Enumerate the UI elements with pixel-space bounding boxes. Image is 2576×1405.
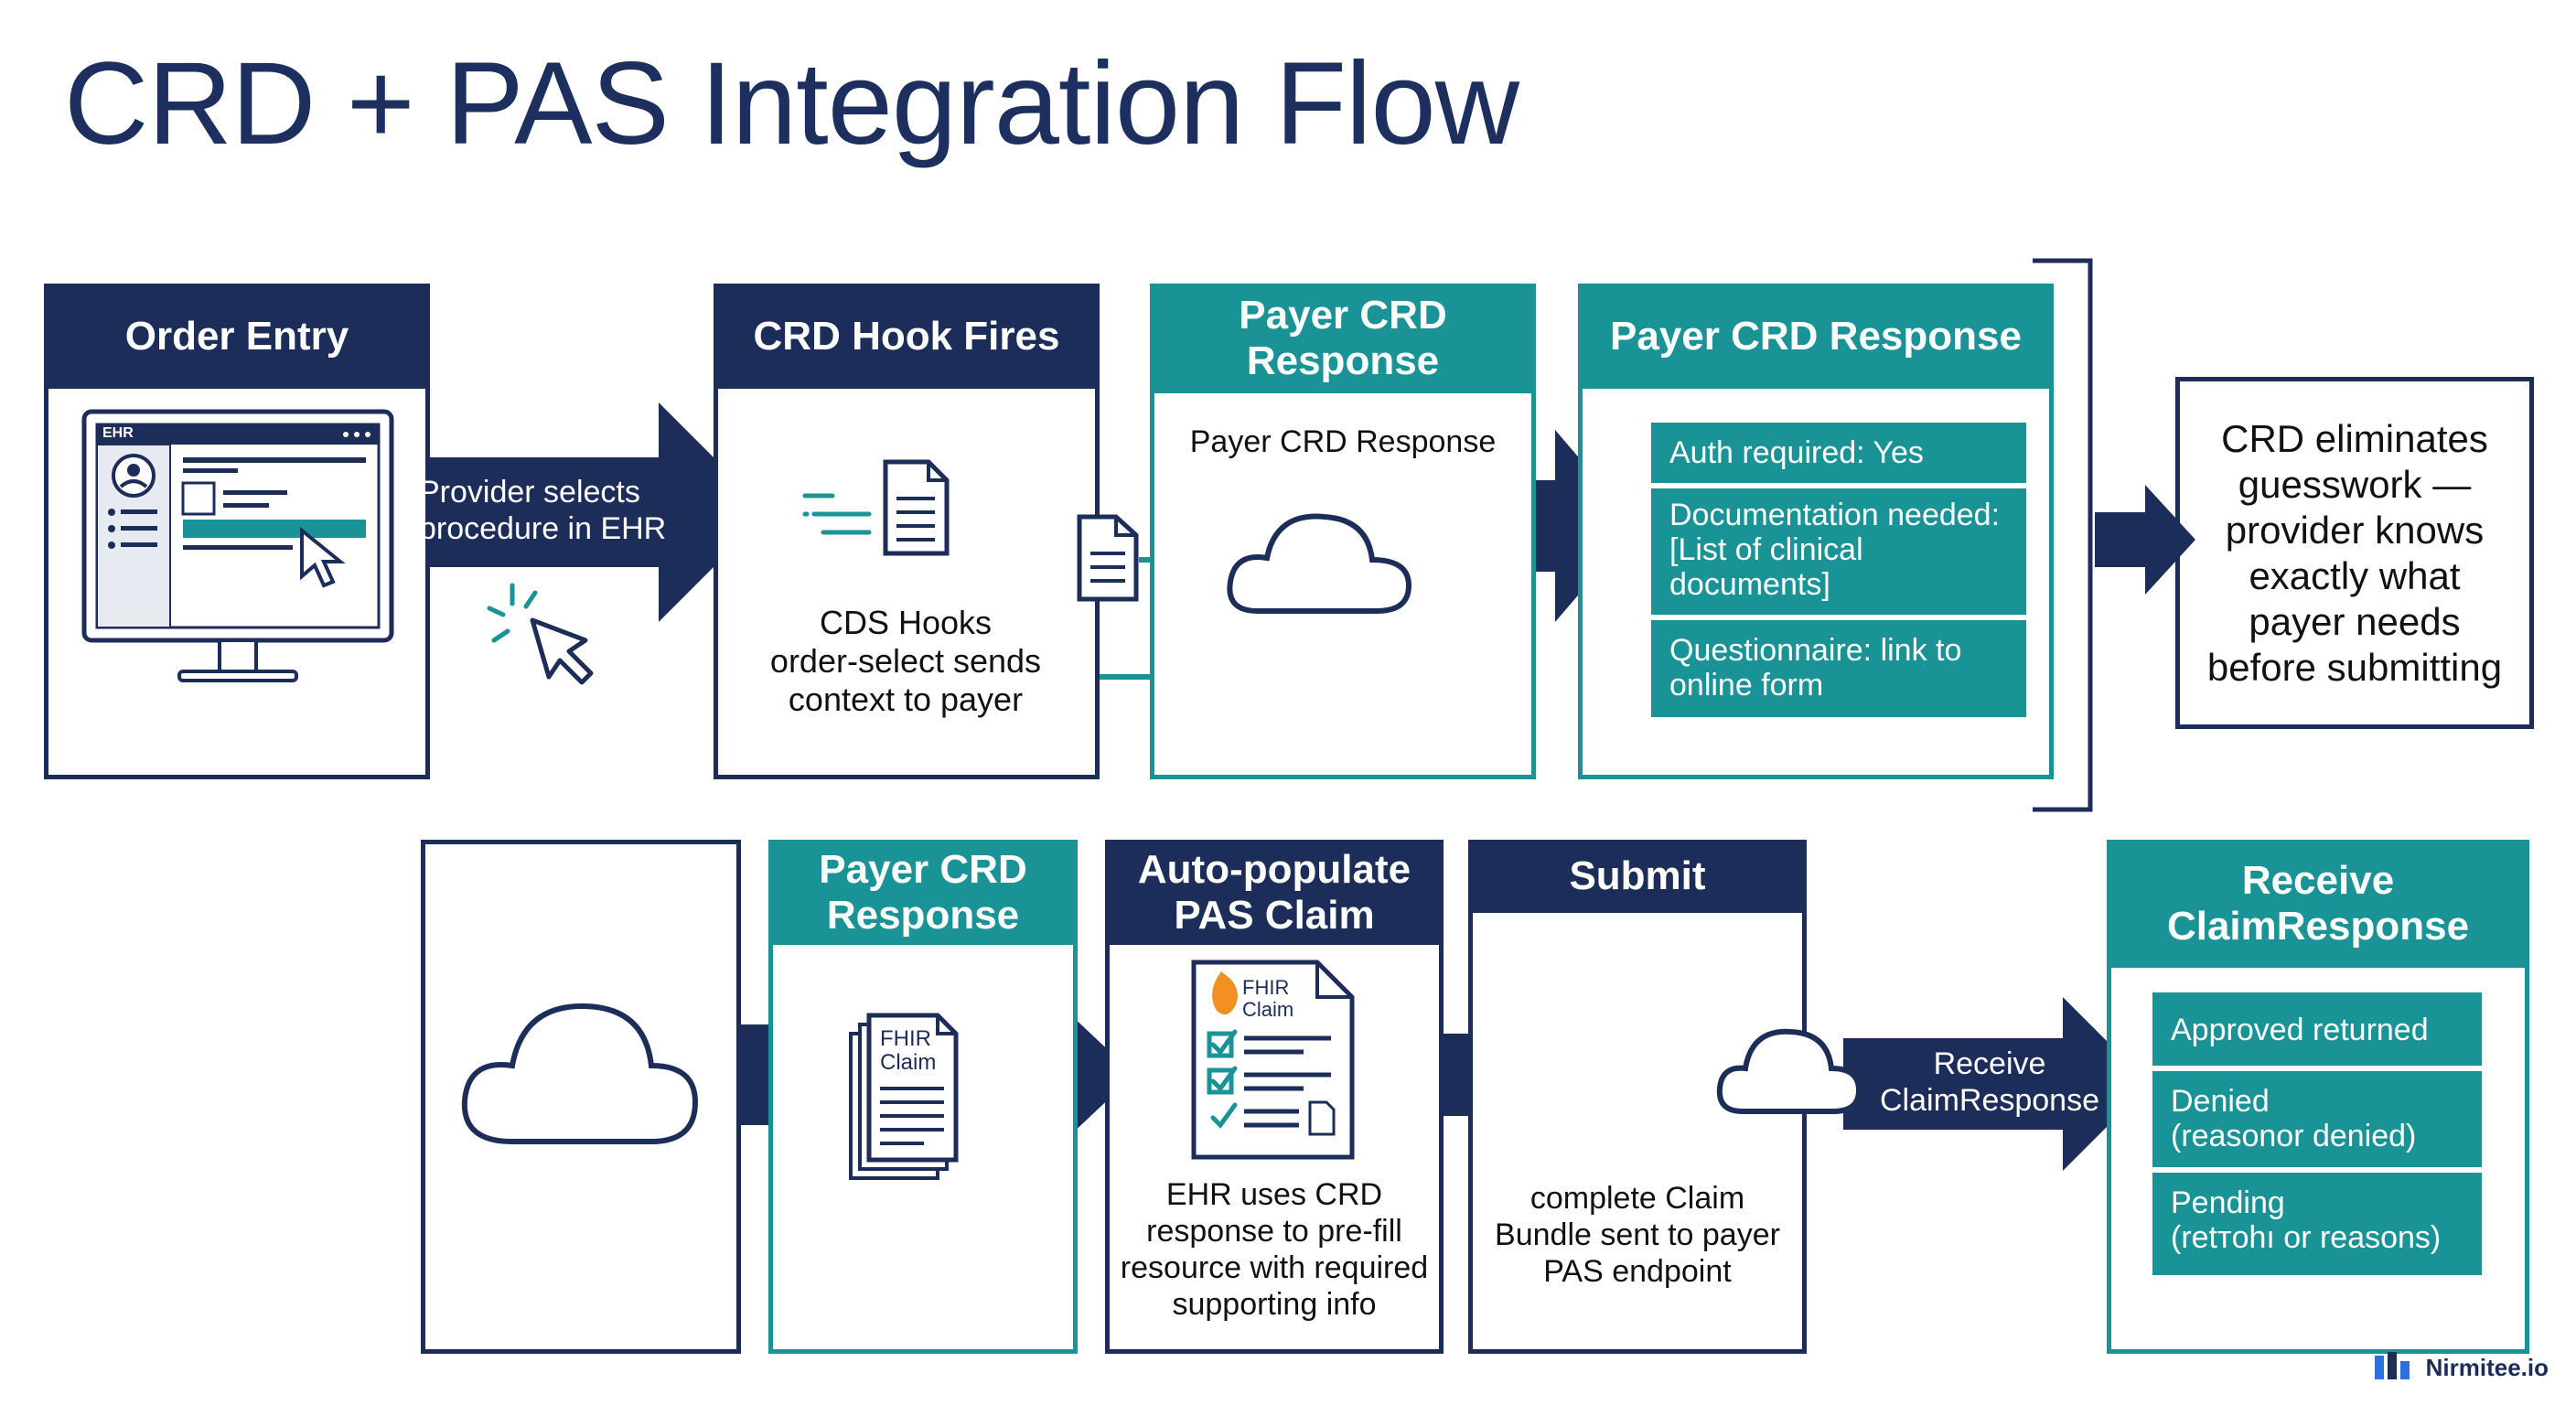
arrow-label-line: ClaimResponse bbox=[1880, 1083, 2099, 1118]
title-line: Auto-populate bbox=[1137, 846, 1411, 892]
denied-item: Denied (reasonor denied) bbox=[2152, 1071, 2482, 1167]
ehr-label: EHR bbox=[102, 425, 134, 441]
title-line: Payer CRD bbox=[1239, 293, 1447, 338]
title-line: ClaimResponse bbox=[2166, 904, 2470, 949]
item-line: online form bbox=[1669, 668, 1824, 702]
caption-line: supporting info bbox=[1172, 1287, 1377, 1322]
submit-arrow-label: Submit bbox=[1517, 1057, 1614, 1092]
card-receive-title: Receive ClaimResponse bbox=[2107, 840, 2529, 968]
brand: Nirmitee.io bbox=[2374, 1352, 2549, 1383]
arrow-order-to-crd bbox=[389, 402, 768, 622]
title-line: Response bbox=[1246, 338, 1440, 383]
card-payer-crd-2-title: Payer CRD Response bbox=[1578, 284, 2054, 389]
brand-name: Nirmitee.io bbox=[2425, 1353, 2549, 1381]
caption-line: response to pre-fill bbox=[1146, 1214, 1402, 1249]
card-payer-crd-3-title: Payer CRD Response bbox=[768, 840, 1078, 945]
note-line: CRD eliminates bbox=[2221, 416, 2488, 460]
arrow-receive bbox=[1843, 997, 2150, 1171]
note-line: exactly what bbox=[2249, 553, 2461, 597]
item-line: Denied bbox=[2171, 1084, 2270, 1119]
item-line: Documentation needed: bbox=[1669, 498, 2001, 532]
crd-hook-caption: CDS Hooks order-select sends context to … bbox=[723, 604, 1089, 719]
caption-line: CDS Hooks bbox=[819, 604, 993, 641]
doc-label-line: Claim bbox=[1242, 998, 1294, 1021]
fhir-claim-label: FHIR Claim bbox=[1242, 977, 1293, 1021]
item-line: Approved returned bbox=[2171, 1013, 2429, 1047]
auth-required-item: Auth required: Yes bbox=[1651, 423, 2026, 483]
approved-item: Approved returned bbox=[2152, 992, 2482, 1066]
bracket bbox=[2033, 258, 2093, 812]
questionnaire-item: Questionnaire: link to online form bbox=[1651, 620, 2026, 717]
title-line: PAS Claim bbox=[1174, 892, 1375, 938]
card-crd-hook-title: CRD Hook Fires bbox=[714, 284, 1100, 389]
order-arrow-label-line: procedure in EHR bbox=[419, 511, 667, 546]
note-line: payer needs bbox=[2249, 599, 2461, 643]
card-order-entry-title: Order Entry bbox=[44, 284, 430, 389]
autopopulate-caption: EHR uses CRD response to pre-fill resour… bbox=[1110, 1176, 1439, 1323]
note-line: guesswork — bbox=[2238, 462, 2472, 506]
documentation-needed-item: Documentation needed: [List of clinical … bbox=[1651, 488, 2026, 615]
card-autopopulate-title: Auto-populate PAS Claim bbox=[1105, 840, 1444, 945]
item-line: documents] bbox=[1669, 567, 1830, 602]
item-line: Pending bbox=[2171, 1185, 2285, 1220]
payer-crd-1-caption: Payer CRD Response bbox=[1189, 424, 1497, 459]
doc-label-line: Claim bbox=[880, 1050, 937, 1075]
item-line: Auth required: Yes bbox=[1669, 435, 1924, 470]
order-arrow-label: Provider selects procedure in EHR bbox=[419, 474, 666, 547]
caption-line: resource with required bbox=[1120, 1250, 1429, 1285]
crd-note: CRD eliminates guesswork — provider know… bbox=[2175, 377, 2534, 729]
submit-caption: complete Claim Bundle sent to payer PAS … bbox=[1473, 1180, 1802, 1290]
item-line: (retтohı or reasons) bbox=[2171, 1220, 2442, 1255]
title-line: Payer CRD bbox=[819, 846, 1027, 892]
item-line: (reasonor denied) bbox=[2171, 1119, 2417, 1153]
item-line: Questionnaire: link to bbox=[1669, 633, 1962, 668]
caption-line: order-select sends bbox=[769, 642, 1042, 680]
nirmitee-logo-icon bbox=[2374, 1352, 2410, 1379]
arrow-label-line: Receive bbox=[1933, 1046, 2046, 1081]
note-line: before submitting bbox=[2206, 645, 2503, 689]
caption-line: EHR uses CRD bbox=[1165, 1177, 1383, 1212]
item-line: [List of clinical bbox=[1669, 532, 1863, 567]
card-payer-crd-1-title: Payer CRD Response bbox=[1150, 284, 1536, 393]
fhir-claim-label: FHIR Claim bbox=[880, 1027, 936, 1075]
receive-arrow-label: Receive ClaimResponse bbox=[1880, 1046, 2099, 1119]
caption-line: context to payer bbox=[788, 681, 1024, 718]
pending-item: Pending (retтohı or reasons) bbox=[2152, 1173, 2482, 1275]
order-arrow-label-line: Provider selects bbox=[419, 475, 640, 509]
title-line: Receive bbox=[2241, 858, 2395, 903]
page-title: CRD + PAS Integration Flow bbox=[64, 38, 1519, 169]
doc-label-line: FHIR bbox=[1242, 976, 1290, 999]
arrow-bracket-to-note bbox=[2095, 485, 2195, 595]
doc-label-line: FHIR bbox=[880, 1026, 931, 1051]
caption-line: complete Claim bbox=[1530, 1181, 1745, 1216]
note-line: provider knows bbox=[2225, 508, 2485, 552]
card-submit-title: Submit bbox=[1468, 840, 1807, 913]
caption-line: Bundle sent to payer bbox=[1495, 1217, 1780, 1252]
caption-line: PAS endpoint bbox=[1543, 1254, 1732, 1289]
title-line: Response bbox=[826, 892, 1020, 938]
card-submit: Submit bbox=[1468, 840, 1807, 1354]
